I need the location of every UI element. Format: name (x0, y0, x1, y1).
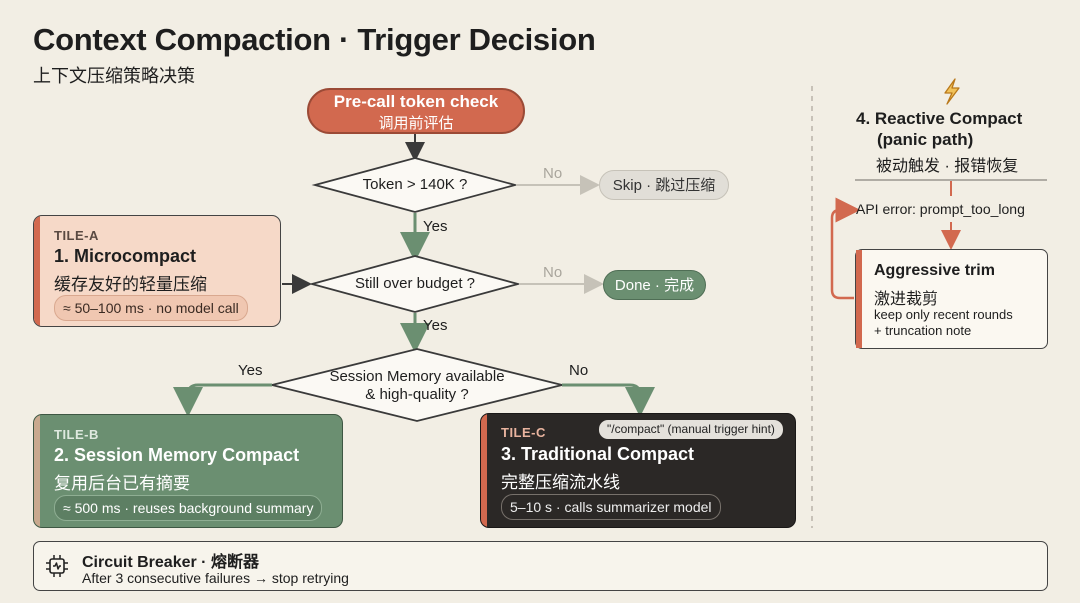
breaker-title: Circuit Breaker · 熔断器 (82, 554, 259, 571)
trim-desc: keep only recent rounds + truncation not… (874, 307, 1013, 339)
budget-question: Still over budget ? (354, 275, 476, 292)
precall-sublabel: 调用前评估 (378, 115, 454, 132)
breaker-desc: After 3 consecutive failures → stop retr… (82, 570, 349, 586)
tile-a-accent-bar (34, 216, 40, 326)
precall-node: Pre-call token check 调用前评估 (307, 88, 525, 134)
tile-c-title: 3. Traditional Compact (501, 444, 695, 464)
tile-a-title: 1. Microcompact (54, 246, 197, 266)
tile-b: TILE-B 2. Session Memory Compact 复用后台已有摘… (33, 414, 343, 528)
tile-c-cn: 完整压缩流水线 (501, 473, 620, 492)
session-question-line1: Session Memory available (329, 368, 505, 385)
trim-cn: 激进裁剪 (874, 291, 939, 308)
api-error-label: API error: prompt_too_long (856, 201, 1025, 217)
precall-label: Pre-call token check (333, 92, 499, 111)
reactive-title: 4. Reactive Compact (panic path) (856, 108, 1022, 150)
page-subtitle: 上下文压缩策略决策 (33, 66, 195, 86)
tile-a-pill: ≈ 50–100 ms · no model call (54, 295, 248, 321)
session-question-line2: & high-quality ? (365, 386, 469, 403)
lightning-icon (944, 78, 960, 105)
budget-no-label: No (543, 264, 563, 281)
page-title: Context Compaction · Trigger Decision (33, 22, 596, 57)
token-no-label: No (543, 165, 563, 182)
trim-desc-line2: + truncation note (874, 323, 972, 338)
tile-a-tag: TILE-A (54, 228, 99, 243)
tile-a-cn: 缓存友好的轻量压缩 (54, 275, 207, 294)
trim-title: Aggressive trim (874, 262, 995, 279)
reactive-title-line2: (panic path) (877, 130, 974, 149)
trim-desc-line1: keep only recent rounds (874, 307, 1013, 322)
tile-b-pill: ≈ 500 ms · reuses background summary (54, 495, 323, 521)
tile-c-accent-bar (481, 414, 487, 527)
tile-b-title: 2. Session Memory Compact (54, 445, 300, 465)
tile-b-cn: 复用后台已有摘要 (54, 474, 190, 493)
token-question: Token > 140K ? (362, 176, 468, 193)
done-node: Done · 完成 (603, 270, 706, 300)
tile-a: TILE-A 1. Microcompact 缓存友好的轻量压缩 ≈ 50–10… (33, 215, 281, 327)
session-question: Session Memory available & high-quality … (282, 368, 552, 404)
tile-c-tag: TILE-C (501, 425, 546, 440)
trim-accent-bar (856, 250, 862, 348)
tile-b-accent-bar (34, 415, 40, 527)
skip-node: Skip · 跳过压缩 (599, 170, 729, 200)
reactive-title-line1: 4. Reactive Compact (856, 109, 1023, 128)
tile-c-pill: 5–10 s · calls summarizer model (501, 494, 721, 520)
aggressive-trim-node: Aggressive trim 激进裁剪 keep only recent ro… (855, 249, 1048, 349)
budget-yes-label: Yes (423, 317, 448, 334)
tile-b-tag: TILE-B (54, 427, 99, 442)
session-yes-label: Yes (238, 362, 263, 379)
tile-c: TILE-C "/compact" (manual trigger hint) … (480, 413, 796, 528)
circuit-icon (46, 555, 68, 577)
reactive-cn: 被动触发 · 报错恢复 (876, 158, 1019, 175)
session-no-label: No (569, 362, 589, 379)
tile-c-hint: "/compact" (manual trigger hint) (599, 420, 783, 439)
circuit-breaker-bar: Circuit Breaker · 熔断器 After 3 consecutiv… (33, 541, 1048, 591)
token-yes-label: Yes (423, 218, 448, 235)
